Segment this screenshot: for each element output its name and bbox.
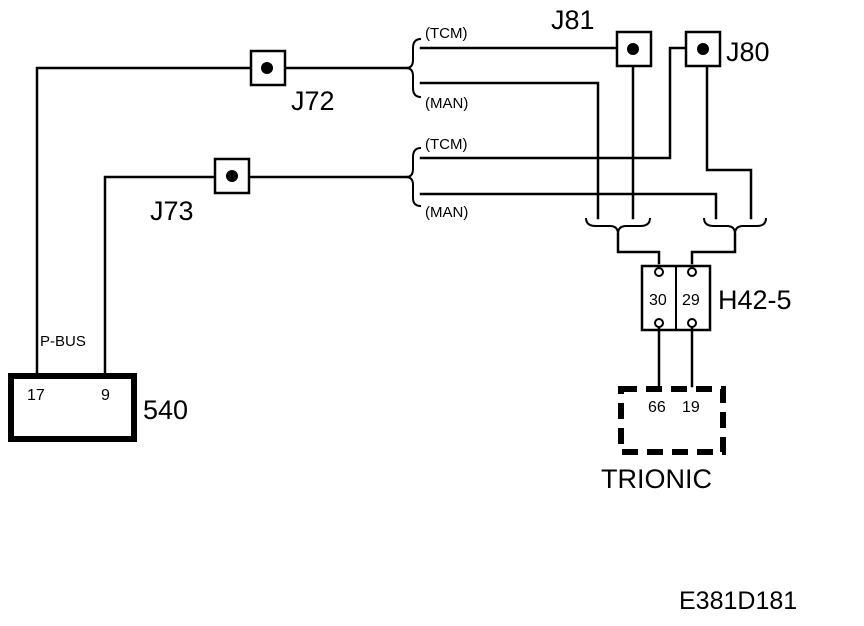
upper-tcm-label: (TCM)	[425, 25, 467, 42]
wire-merge-left-h42	[616, 232, 661, 265]
trionic-box	[618, 386, 726, 455]
h42-pin-29: 29	[682, 292, 700, 309]
module-540-box	[8, 373, 137, 442]
trionic-pin-66: 66	[648, 399, 666, 416]
trionic-pin-19: 19	[682, 399, 700, 416]
wire-pin17-j72	[35, 66, 409, 375]
connector-j80	[684, 30, 722, 68]
module-540-label: 540	[143, 395, 188, 425]
connector-j72-label: J72	[291, 86, 335, 116]
figure-code: E381D181	[679, 587, 797, 615]
wire-merge-right-h42	[690, 232, 737, 265]
lower-branch-bracket	[405, 147, 422, 207]
lower-tcm-label: (TCM)	[425, 136, 467, 153]
connector-j81-label: J81	[551, 5, 595, 35]
wire-lower-man	[419, 192, 718, 220]
right-merge-bracket	[703, 217, 767, 235]
wire-j80-down	[705, 46, 753, 220]
connector-j80-label: J80	[726, 37, 770, 67]
connector-j73-label: J73	[150, 196, 194, 226]
module-540-pin-9: 9	[101, 387, 110, 404]
connector-h42-5	[640, 264, 712, 332]
upper-man-label: (MAN)	[425, 95, 468, 112]
wire-upper-man	[419, 81, 600, 220]
left-merge-bracket	[585, 217, 651, 235]
wire-pin9-j73	[103, 175, 409, 375]
wire-upper-tcm-j81	[419, 46, 635, 220]
upper-branch-bracket	[405, 38, 422, 98]
trionic-label: TRIONIC	[601, 464, 712, 494]
connector-j73	[213, 157, 251, 195]
connector-h42-5-label: H42-5	[718, 285, 792, 315]
p-bus-label: P-BUS	[40, 333, 86, 350]
connector-j81	[615, 30, 653, 68]
lower-man-label: (MAN)	[425, 204, 468, 221]
connector-j72	[249, 49, 287, 87]
h42-pin-30: 30	[649, 292, 667, 309]
module-540-pin-17: 17	[27, 387, 45, 404]
